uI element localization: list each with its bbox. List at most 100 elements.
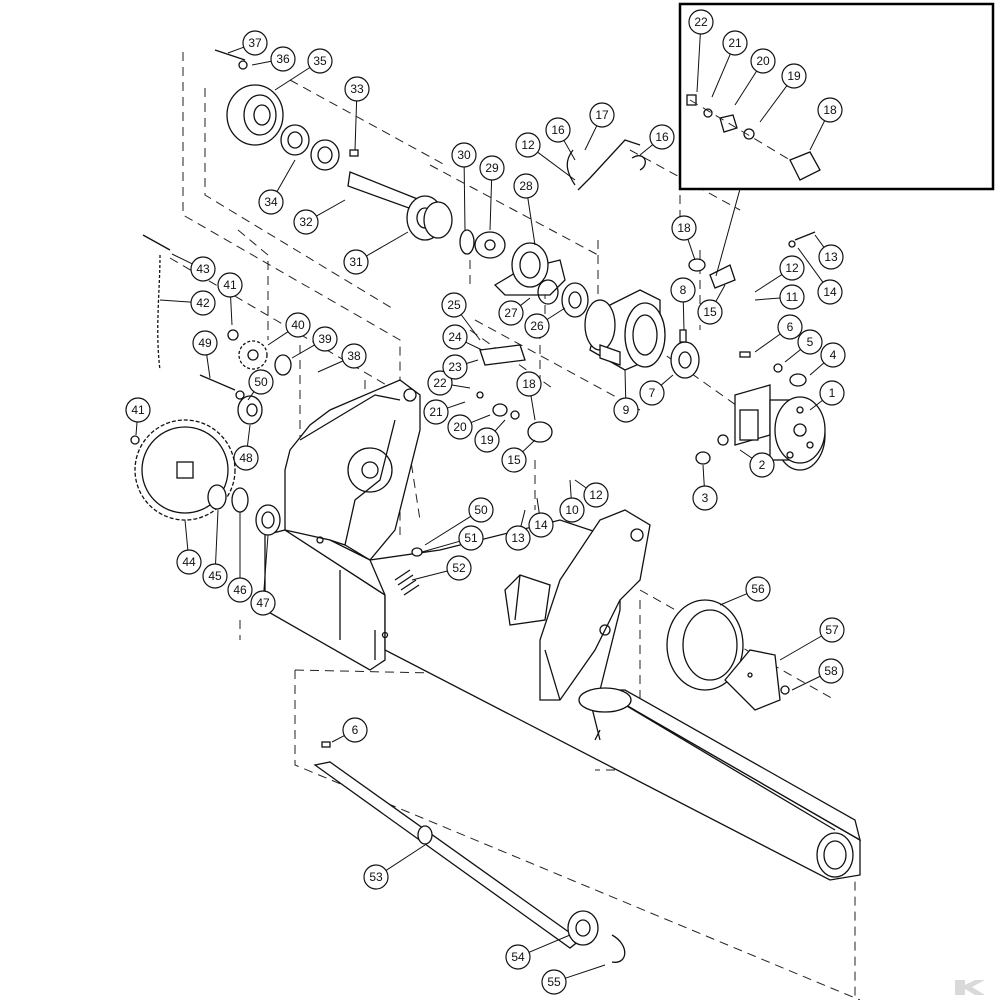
callout-16: 16 [545, 117, 576, 161]
callout-leader-line [660, 374, 674, 386]
callout-bubble [505, 944, 531, 970]
callout-15: 15 [501, 439, 536, 473]
callout-bubble [344, 76, 370, 102]
callout-23: 23 [442, 354, 479, 380]
middle-small-parts-drawing [476, 344, 553, 443]
callout-11: 11 [754, 284, 805, 310]
callout-leader-line [759, 85, 788, 123]
callout-leader-line [754, 274, 783, 293]
callout-25: 25 [441, 292, 481, 341]
callout-bubble [423, 399, 449, 425]
callout-57: 57 [779, 617, 845, 661]
small-sprocket-drawing [227, 329, 292, 376]
callout-number: 19 [787, 69, 801, 83]
callout-number: 38 [347, 349, 361, 363]
callout-bubble [515, 132, 541, 158]
callout-bubble [692, 485, 718, 511]
callout-4: 4 [809, 342, 846, 376]
callout-38: 38 [317, 343, 367, 373]
callout-36: 36 [251, 46, 296, 72]
callout-leader-line [809, 362, 825, 376]
callout-leader-line [546, 307, 566, 320]
callout-bubble [441, 292, 467, 318]
callout-number: 40 [291, 318, 305, 332]
callout-bubble [341, 343, 367, 369]
callout-number: 50 [254, 375, 268, 389]
callout-number: 8 [680, 283, 687, 297]
callout-15: 15 [697, 284, 726, 325]
callout-number: 6 [787, 320, 794, 334]
main-frame-drawing [264, 379, 862, 881]
callout-leader-line [246, 424, 251, 447]
callout-leader-line [230, 296, 233, 326]
callout-2: 2 [739, 449, 775, 478]
callout-10: 10 [559, 479, 585, 523]
callout-leader-line [814, 234, 825, 248]
callout-number: 19 [480, 433, 494, 447]
callout-bubble [639, 380, 665, 406]
callout-number: 11 [786, 290, 799, 304]
key-drawing [349, 149, 359, 157]
callout-bubble [479, 155, 505, 181]
callout-leader-line [460, 314, 481, 341]
callout-number: 18 [522, 377, 536, 391]
callout-leader-line [779, 635, 822, 661]
callout-20: 20 [447, 414, 491, 440]
callout-leader-line [739, 449, 753, 459]
chain-drawing [142, 234, 171, 371]
callout-bubble [190, 256, 216, 282]
callout-bubble [505, 525, 531, 551]
callout-number: 43 [196, 262, 210, 276]
callout-19: 19 [474, 419, 506, 453]
callout-number: 16 [655, 130, 669, 144]
callout-leader-line [791, 675, 821, 691]
fittings-drawing [695, 351, 807, 465]
callout-number: 41 [131, 403, 145, 417]
callout-bubble [817, 97, 843, 123]
callout-bubble [307, 48, 333, 74]
callout-bubble [447, 414, 473, 440]
callout-leader-line [171, 253, 193, 265]
callout-number: 39 [318, 332, 332, 346]
callout-number: 31 [349, 255, 363, 269]
callout-leader-line [682, 301, 685, 331]
callout-1: 1 [809, 380, 845, 411]
callout-bubble [820, 342, 846, 368]
callout-number: 15 [703, 305, 717, 319]
callout-leader-line [463, 166, 466, 231]
callout-12: 12 [754, 255, 805, 293]
watermark-logo [948, 975, 992, 997]
callout-20: 20 [734, 48, 776, 106]
callout-27: 27 [498, 297, 531, 326]
callout-18: 18 [516, 371, 542, 421]
callout-leader-line [274, 67, 311, 91]
callout-6: 6 [754, 314, 803, 353]
right-small-parts-drawing [688, 231, 816, 289]
callout-number: 51 [464, 531, 478, 545]
callout-number: 1 [829, 386, 836, 400]
callout-28: 28 [513, 173, 539, 246]
callout-32: 32 [293, 199, 346, 235]
callout-bubble [343, 249, 369, 275]
callout-leader-line [267, 331, 289, 346]
callout-number: 42 [196, 296, 210, 310]
callout-leader-line [754, 297, 781, 301]
callout-leader-line [251, 60, 272, 66]
callout-bubble [233, 445, 259, 471]
callout-number: 45 [208, 569, 222, 583]
callout-bubble [192, 330, 218, 356]
callout-number: 41 [223, 278, 237, 292]
callout-bubble [312, 326, 338, 352]
callout-bubble [613, 397, 639, 423]
callout-22: 22 [688, 9, 714, 93]
callout-leader-line [366, 231, 409, 257]
callout-bubble [227, 577, 253, 603]
callout-number: 9 [623, 403, 630, 417]
hub-and-bearings-drawing [214, 49, 340, 171]
callout-number: 10 [565, 503, 579, 517]
callout-number: 48 [239, 451, 253, 465]
callout-number: 46 [233, 583, 247, 597]
callout-bubble [442, 324, 468, 350]
callout-leader-line [263, 534, 269, 592]
